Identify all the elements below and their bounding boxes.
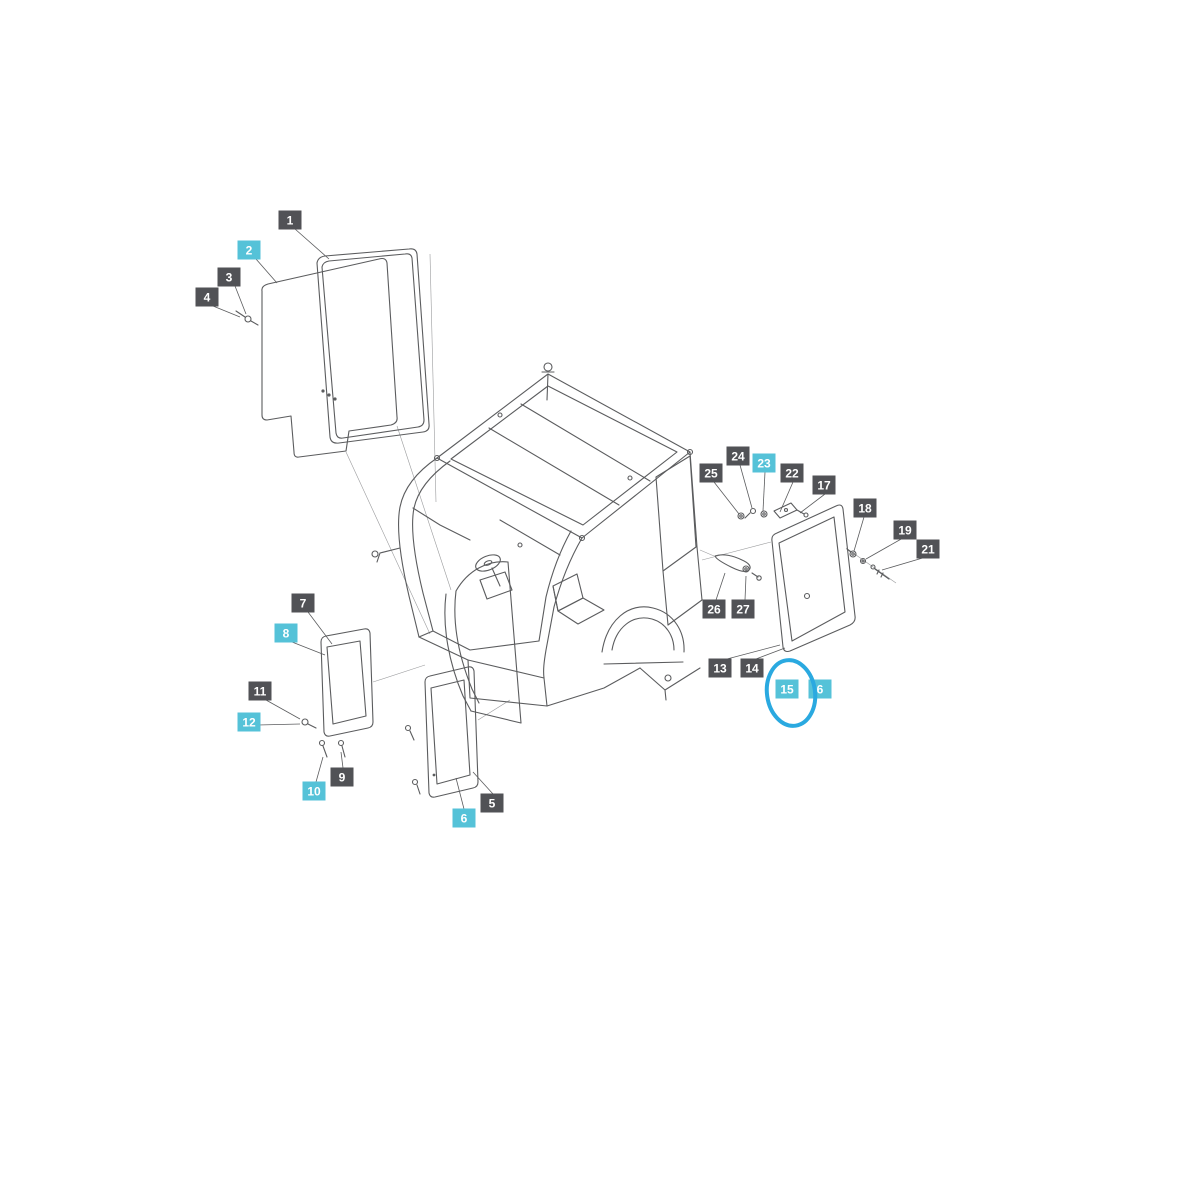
leader-lines xyxy=(212,228,927,810)
part-label-9: 9 xyxy=(330,767,354,787)
a-pillar-left xyxy=(398,457,438,638)
part-label-4: 4 xyxy=(195,287,219,307)
side-panel-bolts xyxy=(301,718,421,795)
part-label-7: 7 xyxy=(291,593,315,613)
windshield-seal-inner xyxy=(321,253,425,439)
windshield-glass xyxy=(261,257,398,458)
rear-window-hinge xyxy=(773,502,809,519)
rear-window-screws xyxy=(845,547,897,584)
cab-frame xyxy=(371,362,703,724)
part-label-27: 27 xyxy=(731,599,755,619)
part-label-13: 13 xyxy=(708,658,732,678)
part-label-8: 8 xyxy=(274,623,298,643)
part-label-23: 23 xyxy=(752,453,776,473)
part-label-19: 19 xyxy=(893,520,917,540)
windshield-screw-icon xyxy=(235,310,259,326)
rear-window-glass xyxy=(778,516,846,642)
side-panel-upper-glass xyxy=(326,640,367,725)
part-label-6: 6 xyxy=(452,808,476,828)
part-label-15: 15 xyxy=(775,679,799,699)
part-label-25: 25 xyxy=(699,463,723,483)
rear-fender xyxy=(601,606,685,653)
part-label-14: 14 xyxy=(740,658,764,678)
part-label-21: 21 xyxy=(916,539,940,559)
side-panel-lower-frame xyxy=(424,666,479,798)
rear-window-washers xyxy=(737,507,768,520)
part-label-10: 10 xyxy=(302,781,326,801)
side-panel-upper-frame xyxy=(320,628,374,737)
rear-window-seal xyxy=(771,504,856,653)
windshield-seal-outer xyxy=(316,248,430,444)
rear-window-group xyxy=(699,502,897,653)
part-label-11: 11 xyxy=(248,681,272,701)
part-label-6: 6 xyxy=(808,679,832,699)
door-frame xyxy=(444,593,472,712)
side-panel-lower-glass xyxy=(430,679,471,785)
part-label-18: 18 xyxy=(853,498,877,518)
part-label-5: 5 xyxy=(480,793,504,813)
part-label-26: 26 xyxy=(702,599,726,619)
part-label-1: 1 xyxy=(278,210,302,230)
steering-wheel xyxy=(475,554,501,572)
part-label-3: 3 xyxy=(217,267,241,287)
rear-window-handle xyxy=(699,549,762,581)
part-label-22: 22 xyxy=(780,463,804,483)
front-right-pillar xyxy=(543,537,583,679)
part-label-12: 12 xyxy=(237,712,261,732)
part-label-24: 24 xyxy=(726,446,750,466)
part-label-17: 17 xyxy=(812,475,836,495)
assembly-guide-lines xyxy=(345,253,772,721)
front-windshield-group xyxy=(235,248,430,458)
part-label-2: 2 xyxy=(237,240,261,260)
roof-inner xyxy=(450,385,678,526)
rear-window-opening xyxy=(655,455,697,572)
left-side-panels xyxy=(301,628,479,798)
